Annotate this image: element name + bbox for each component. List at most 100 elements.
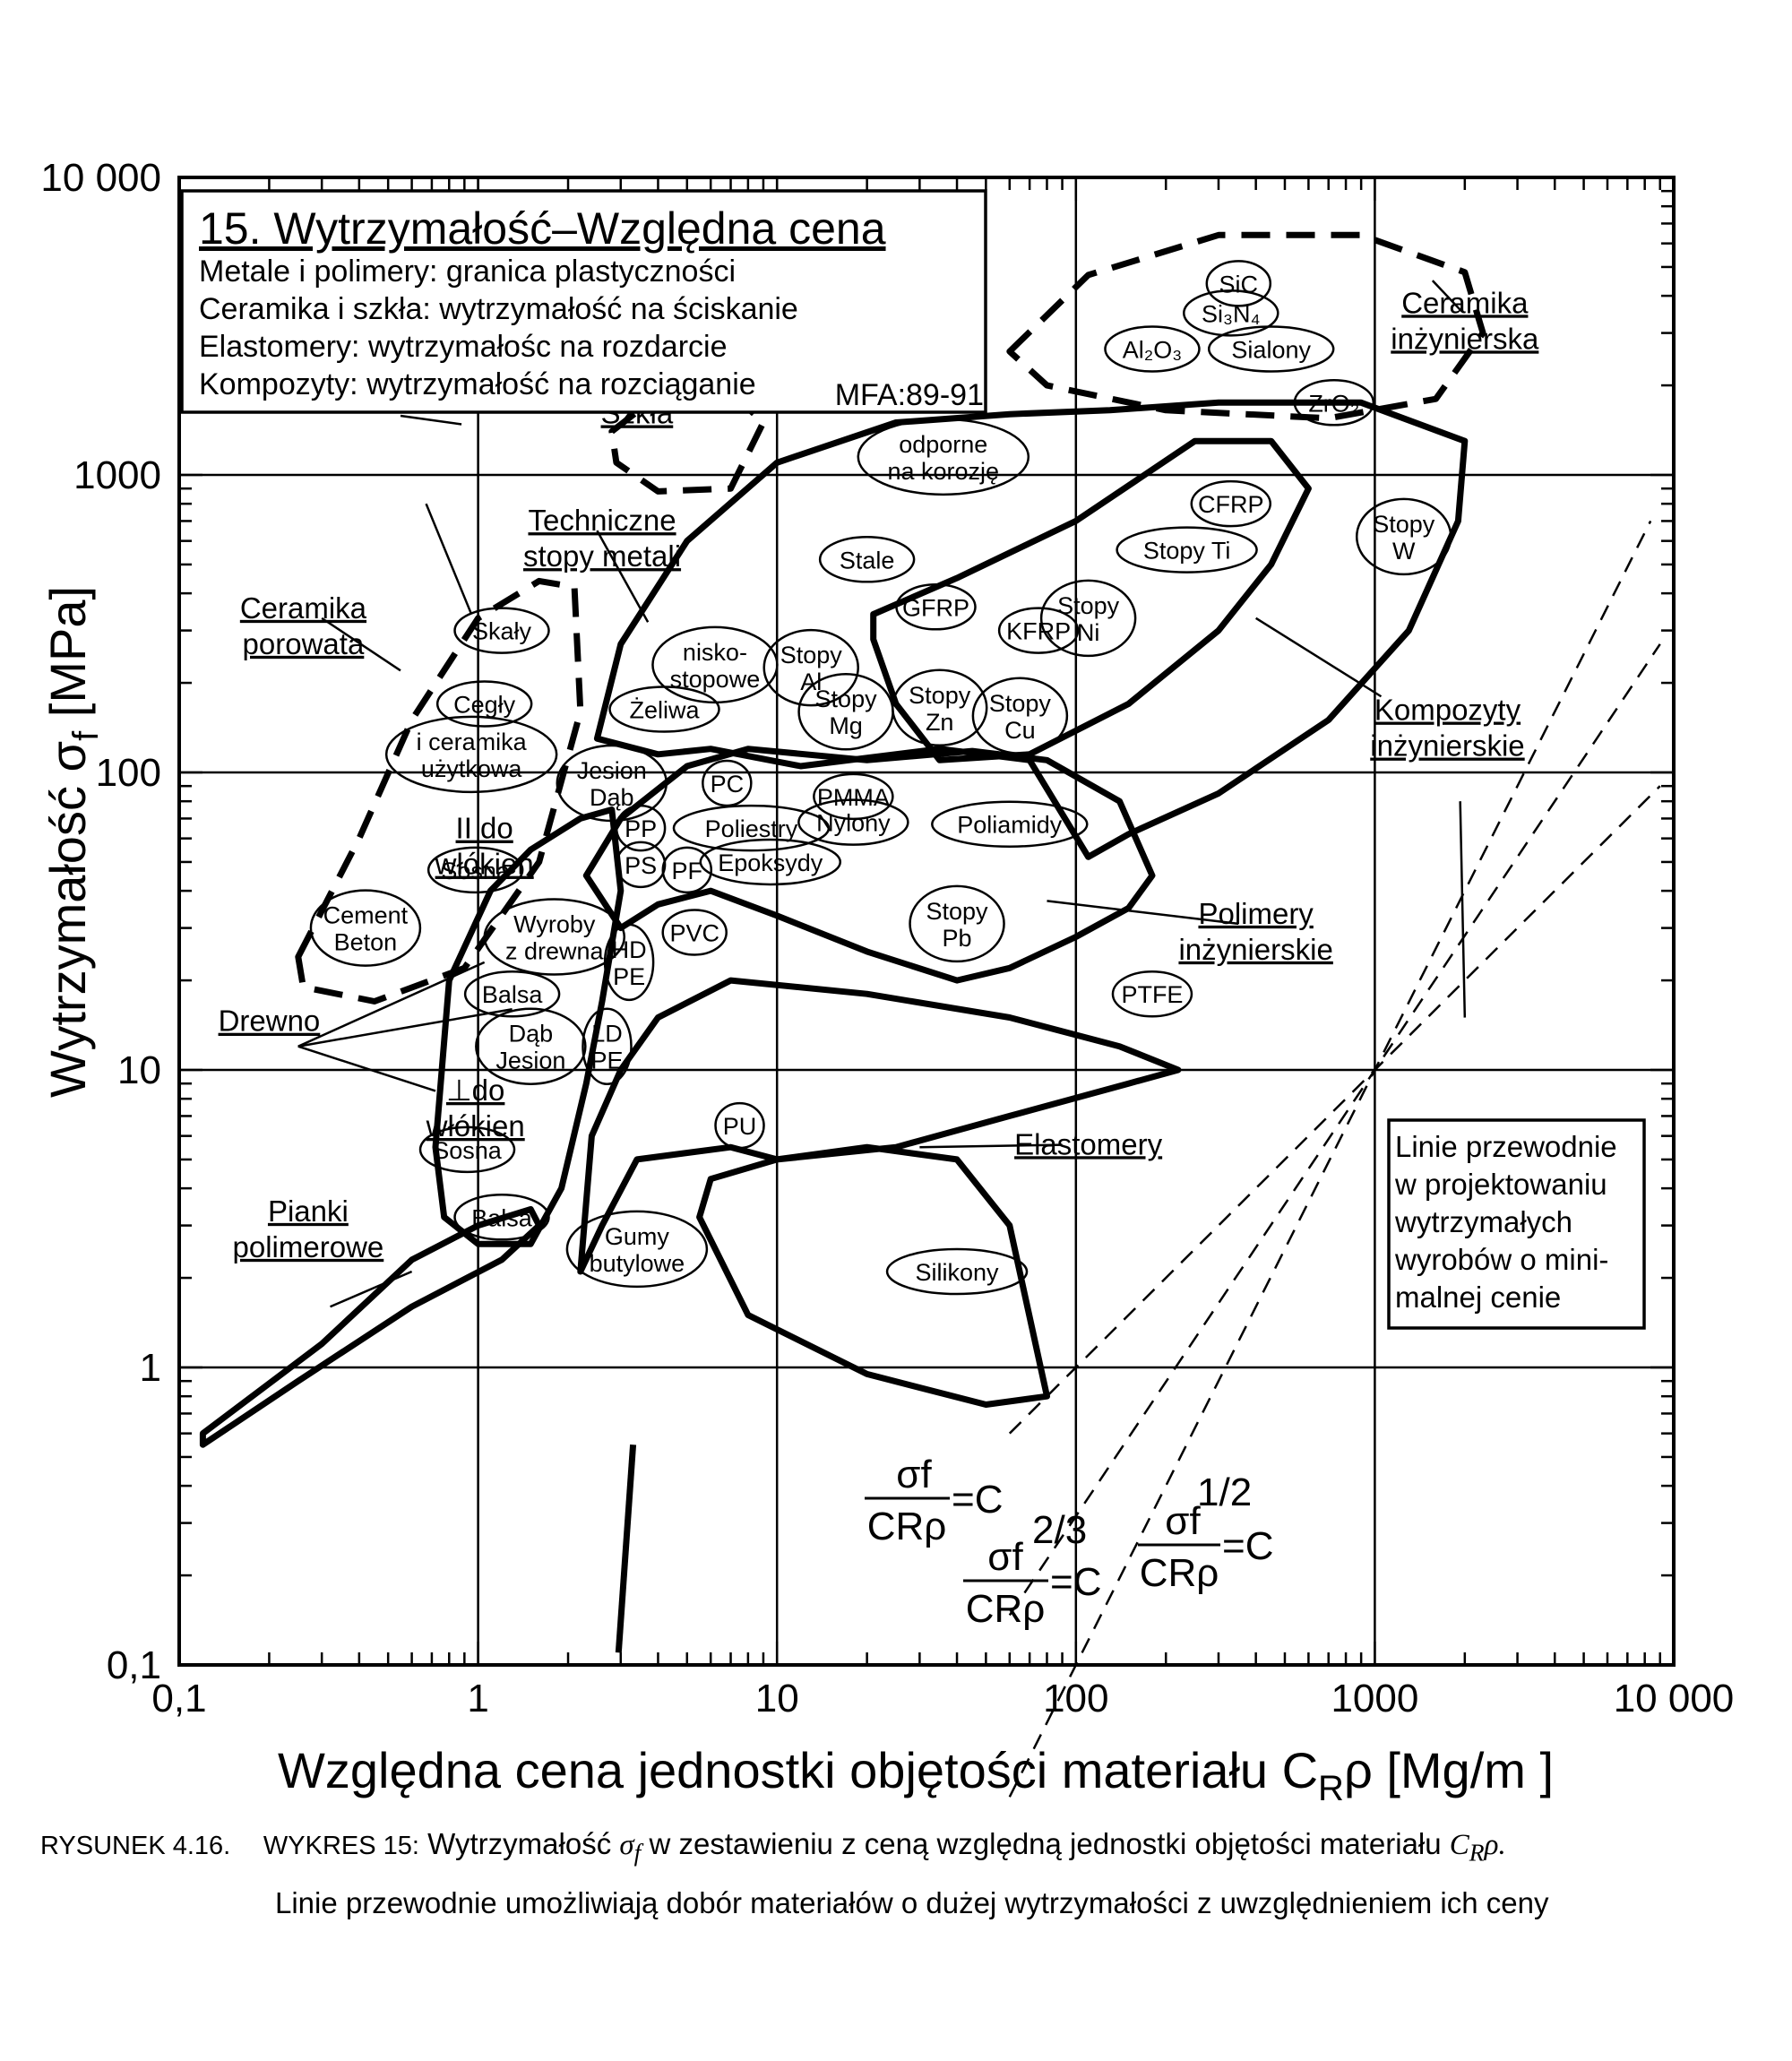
material-label: LD [591, 1021, 623, 1048]
material-label: Cement [323, 902, 409, 929]
material-bubble [891, 668, 988, 747]
family-label: włókien [435, 848, 534, 881]
guide-note-frame [1387, 1118, 1646, 1330]
material-bubble [384, 715, 558, 794]
material-label: PMMA [817, 784, 890, 811]
material-label: PC [711, 771, 745, 798]
x-tick-label: 10 [755, 1677, 799, 1720]
material-bubbles [309, 260, 1452, 1296]
title-box-frame [180, 189, 987, 414]
material-bubble [997, 607, 1080, 654]
caption-text-1: Wytrzymałość [427, 1827, 612, 1860]
envelope-foams [199, 1206, 543, 1448]
material-bubble [1207, 325, 1335, 373]
family-label: Techniczne [528, 504, 676, 537]
grid [179, 177, 1674, 1665]
material-label: Al [800, 668, 822, 695]
leader-line [297, 1008, 513, 1048]
material-bubble [309, 889, 422, 967]
material-bubble [453, 1194, 550, 1241]
material-label: Stale [840, 547, 895, 573]
material-bubble [615, 841, 667, 889]
source-tag: MFA:89-91 [835, 378, 984, 412]
material-bubble [426, 846, 524, 894]
guide-lines [1008, 520, 1661, 1798]
subtitle-line-1: Metale i polimery: granica plastyczności [199, 254, 736, 289]
x-tick-label: 100 [1043, 1677, 1108, 1720]
guide-formula-2: σf 2/3 CRρ =C [963, 1508, 1101, 1631]
material-bubble [1293, 379, 1375, 427]
material-label: Stopy [989, 690, 1052, 717]
caption-text-1-tail: w zestawieniu z ceną względną jednostki … [649, 1827, 1442, 1860]
material-label: CFRP [1198, 491, 1264, 518]
x-tick-label: 0,1 [151, 1677, 206, 1720]
material-label: Jesion [577, 757, 647, 784]
material-bubble [857, 418, 1030, 496]
caption-label: RYSUNEK 4.16. [40, 1832, 231, 1860]
figure-caption: RYSUNEK 4.16. WYKRES 15: Wytrzymałość σf… [40, 1819, 1761, 1928]
material-bubble [463, 970, 561, 1018]
x-axis-title: Względna cena jednostki objętości materi… [278, 1742, 1554, 1808]
material-label: Żeliwa [630, 696, 701, 724]
material-label: Cu [1004, 717, 1036, 744]
chart-title: 15. Wytrzymałość–Względna cena [199, 203, 886, 254]
material-label: PU [723, 1113, 757, 1140]
material-label: Mg [829, 712, 863, 739]
family-labels: CeramikainżynierskaSzkłaTechnicznestopy … [219, 286, 1539, 1263]
envelope-composites [870, 437, 1312, 763]
material-bubble [813, 772, 894, 821]
family-label: Polimery [1198, 897, 1314, 930]
x-tick-label: 1 [467, 1677, 488, 1720]
material-label: Nylony [816, 810, 891, 837]
material-bubble [931, 800, 1089, 848]
material-label: PTFE [1121, 981, 1183, 1008]
material-label: Balsa [482, 981, 544, 1008]
envelope-wood [432, 806, 625, 1247]
material-label: Skały [472, 618, 532, 645]
material-label: PS [625, 852, 657, 879]
leader-line [297, 961, 486, 1048]
material-bubble [556, 744, 668, 823]
family-label: Drewno [219, 1005, 321, 1038]
material-bubble [1116, 526, 1258, 573]
guide-line [1008, 520, 1652, 1798]
formula-2-denominator: CRρ [966, 1587, 1046, 1631]
material-label: Poliamidy [957, 812, 1063, 839]
formula-3-denominator: CRρ [1140, 1551, 1219, 1595]
envelope-polymers [582, 746, 1156, 984]
material-bubble [661, 846, 713, 894]
guide-note-line-4: wyrobów o mini- [1394, 1243, 1608, 1276]
caption-line-2: Linie przewodnie umożliwiają dobór mater… [275, 1885, 1549, 1919]
family-envelopes [199, 231, 1486, 1653]
material-bubble [453, 607, 550, 654]
material-bubble [895, 583, 977, 631]
family-label: inżynierska [1391, 322, 1539, 355]
material-bubble [565, 1210, 709, 1289]
material-label: na korozję [887, 458, 999, 485]
material-label: Balsa [471, 1204, 533, 1231]
formula-1-tail: =C [952, 1478, 1003, 1522]
y-tick-label: 1000 [73, 453, 161, 497]
formula-3-numerator: σf [1165, 1499, 1201, 1543]
material-label: nisko- [683, 639, 747, 666]
family-label: Pianki [268, 1194, 349, 1228]
material-bubble [885, 1247, 1029, 1296]
material-bubble [608, 686, 720, 733]
material-label: Jesion [495, 1048, 565, 1074]
caption-line-1: RYSUNEK 4.16. WYKRES 15: Wytrzymałość σf… [40, 1819, 1761, 1878]
material-bubble [672, 804, 831, 852]
subtitle-line-3: Elastomery: wytrzymałośc na rozdarcie [199, 330, 728, 364]
y-tick-label: 10 [117, 1048, 161, 1092]
x-tick-label: 10 000 [1614, 1677, 1735, 1720]
material-bubble [418, 1125, 516, 1174]
formula-2-tail: =C [1050, 1560, 1101, 1604]
leader-line [1047, 900, 1239, 926]
material-label: PP [625, 815, 657, 842]
material-label: PE [613, 963, 645, 990]
material-bubble [699, 838, 842, 886]
material-label: Stopy [1057, 592, 1120, 619]
family-label: inżynierskie [1370, 729, 1524, 763]
caption-symbol-2: CRρ. [1449, 1829, 1506, 1867]
